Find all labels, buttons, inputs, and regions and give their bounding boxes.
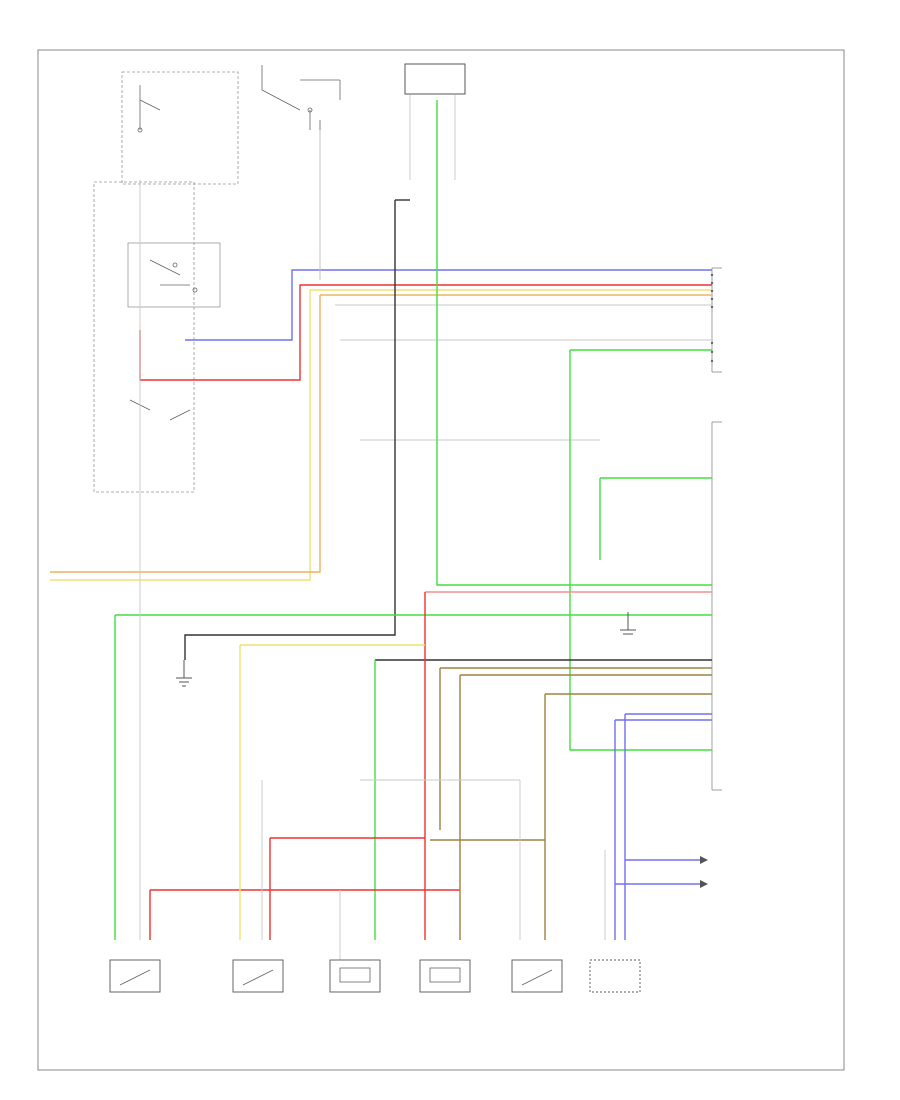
wire-blu-0 [185, 269, 712, 341]
wire-org-5 [50, 295, 321, 573]
diagram-frame [37, 49, 845, 1071]
wire-group [50, 95, 712, 960]
sensor-1-body [109, 959, 161, 993]
ecm-upper-pins [710, 273, 714, 363]
wire-yel-3 [50, 290, 311, 581]
wire-red-1 [139, 284, 712, 381]
wire-grn-13 [569, 350, 712, 751]
ecm-connector-lower [711, 421, 722, 791]
ignition-switch-symbol [261, 65, 341, 280]
sensor-5-body [511, 959, 563, 993]
top-sensor-connector [404, 63, 466, 95]
sensor-inner-symbols [119, 967, 553, 986]
wire-grn-11 [436, 100, 712, 586]
sensor-4-body [419, 959, 471, 993]
fuse-relay-box [93, 71, 239, 493]
sensor-3-body [329, 959, 381, 993]
ground-symbol [176, 660, 192, 687]
sensor-6-body [589, 959, 641, 993]
ground-symbol-ecm [620, 612, 636, 635]
circuit-continuation-arrows [700, 856, 708, 888]
bottom-sensor-components [109, 959, 641, 993]
wire-blk-9 [184, 200, 396, 660]
sensor-2-body [232, 959, 284, 993]
ecm-connector-upper [711, 267, 722, 373]
